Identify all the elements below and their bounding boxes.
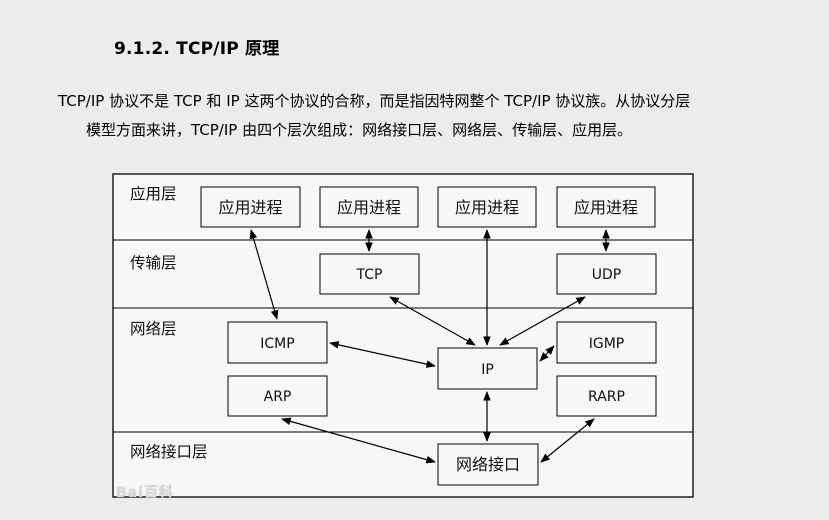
arrow-icmp-ip <box>329 341 436 368</box>
app-process-label-4: 应用进程 <box>574 198 638 217</box>
layer-label-link: 网络接口层 <box>130 443 208 461</box>
arrow-igmp-ip <box>539 345 555 362</box>
app-process-box-1 <box>200 186 301 228</box>
arrow-rarp-netif <box>540 418 595 463</box>
igmp-label: IGMP <box>589 336 625 352</box>
app-process-label-1: 应用进程 <box>218 198 282 217</box>
ip-box <box>437 347 538 390</box>
paragraph-line-1: TCP/IP 协议不是 TCP 和 IP 这两个协议的合称，而是指因特网整个 T… <box>58 92 691 110</box>
app-process-label-2: 应用进程 <box>337 198 401 217</box>
rarp-label: RARP <box>588 389 625 405</box>
udp-box <box>556 253 657 295</box>
arrow-udp-ip <box>499 296 586 346</box>
icmp-box <box>227 321 328 364</box>
paragraph-line-2: 模型方面来讲，TCP/IP 由四个层次组成：网络接口层、网络层、传输层、应用层。 <box>86 121 633 139</box>
layer-label-transport: 传输层 <box>130 254 177 272</box>
app-process-box-4 <box>556 186 656 228</box>
layer-label-application: 应用层 <box>130 184 177 203</box>
udp-label: UDP <box>592 267 621 283</box>
app-process-box-2 <box>319 186 419 228</box>
arp-label: ARP <box>264 389 292 405</box>
network-interface-box <box>437 443 539 486</box>
app-process-box-3 <box>437 186 537 228</box>
arrow-arp-netif <box>281 417 436 464</box>
tcp-box <box>319 253 420 295</box>
app-process-label-3: 应用进程 <box>455 198 519 217</box>
ip-label: IP <box>481 362 494 378</box>
section-heading: 9.1.2. TCP/IP 原理 <box>114 39 280 59</box>
arrow-tcp-ip <box>389 296 476 346</box>
network-interface-label: 网络接口 <box>456 455 520 474</box>
intro-paragraph: TCP/IP 协议不是 TCP 和 IP 这两个协议的合称，而是指因特网整个 T… <box>58 87 798 145</box>
arrow-app1-icmp <box>249 229 279 320</box>
baike-watermark: Bai百科 <box>116 485 174 501</box>
icmp-label: ICMP <box>260 336 294 352</box>
arp-box <box>227 375 328 417</box>
layer-label-network: 网络层 <box>130 320 177 338</box>
rarp-box <box>556 375 657 417</box>
tcp-label: TCP <box>356 267 383 283</box>
